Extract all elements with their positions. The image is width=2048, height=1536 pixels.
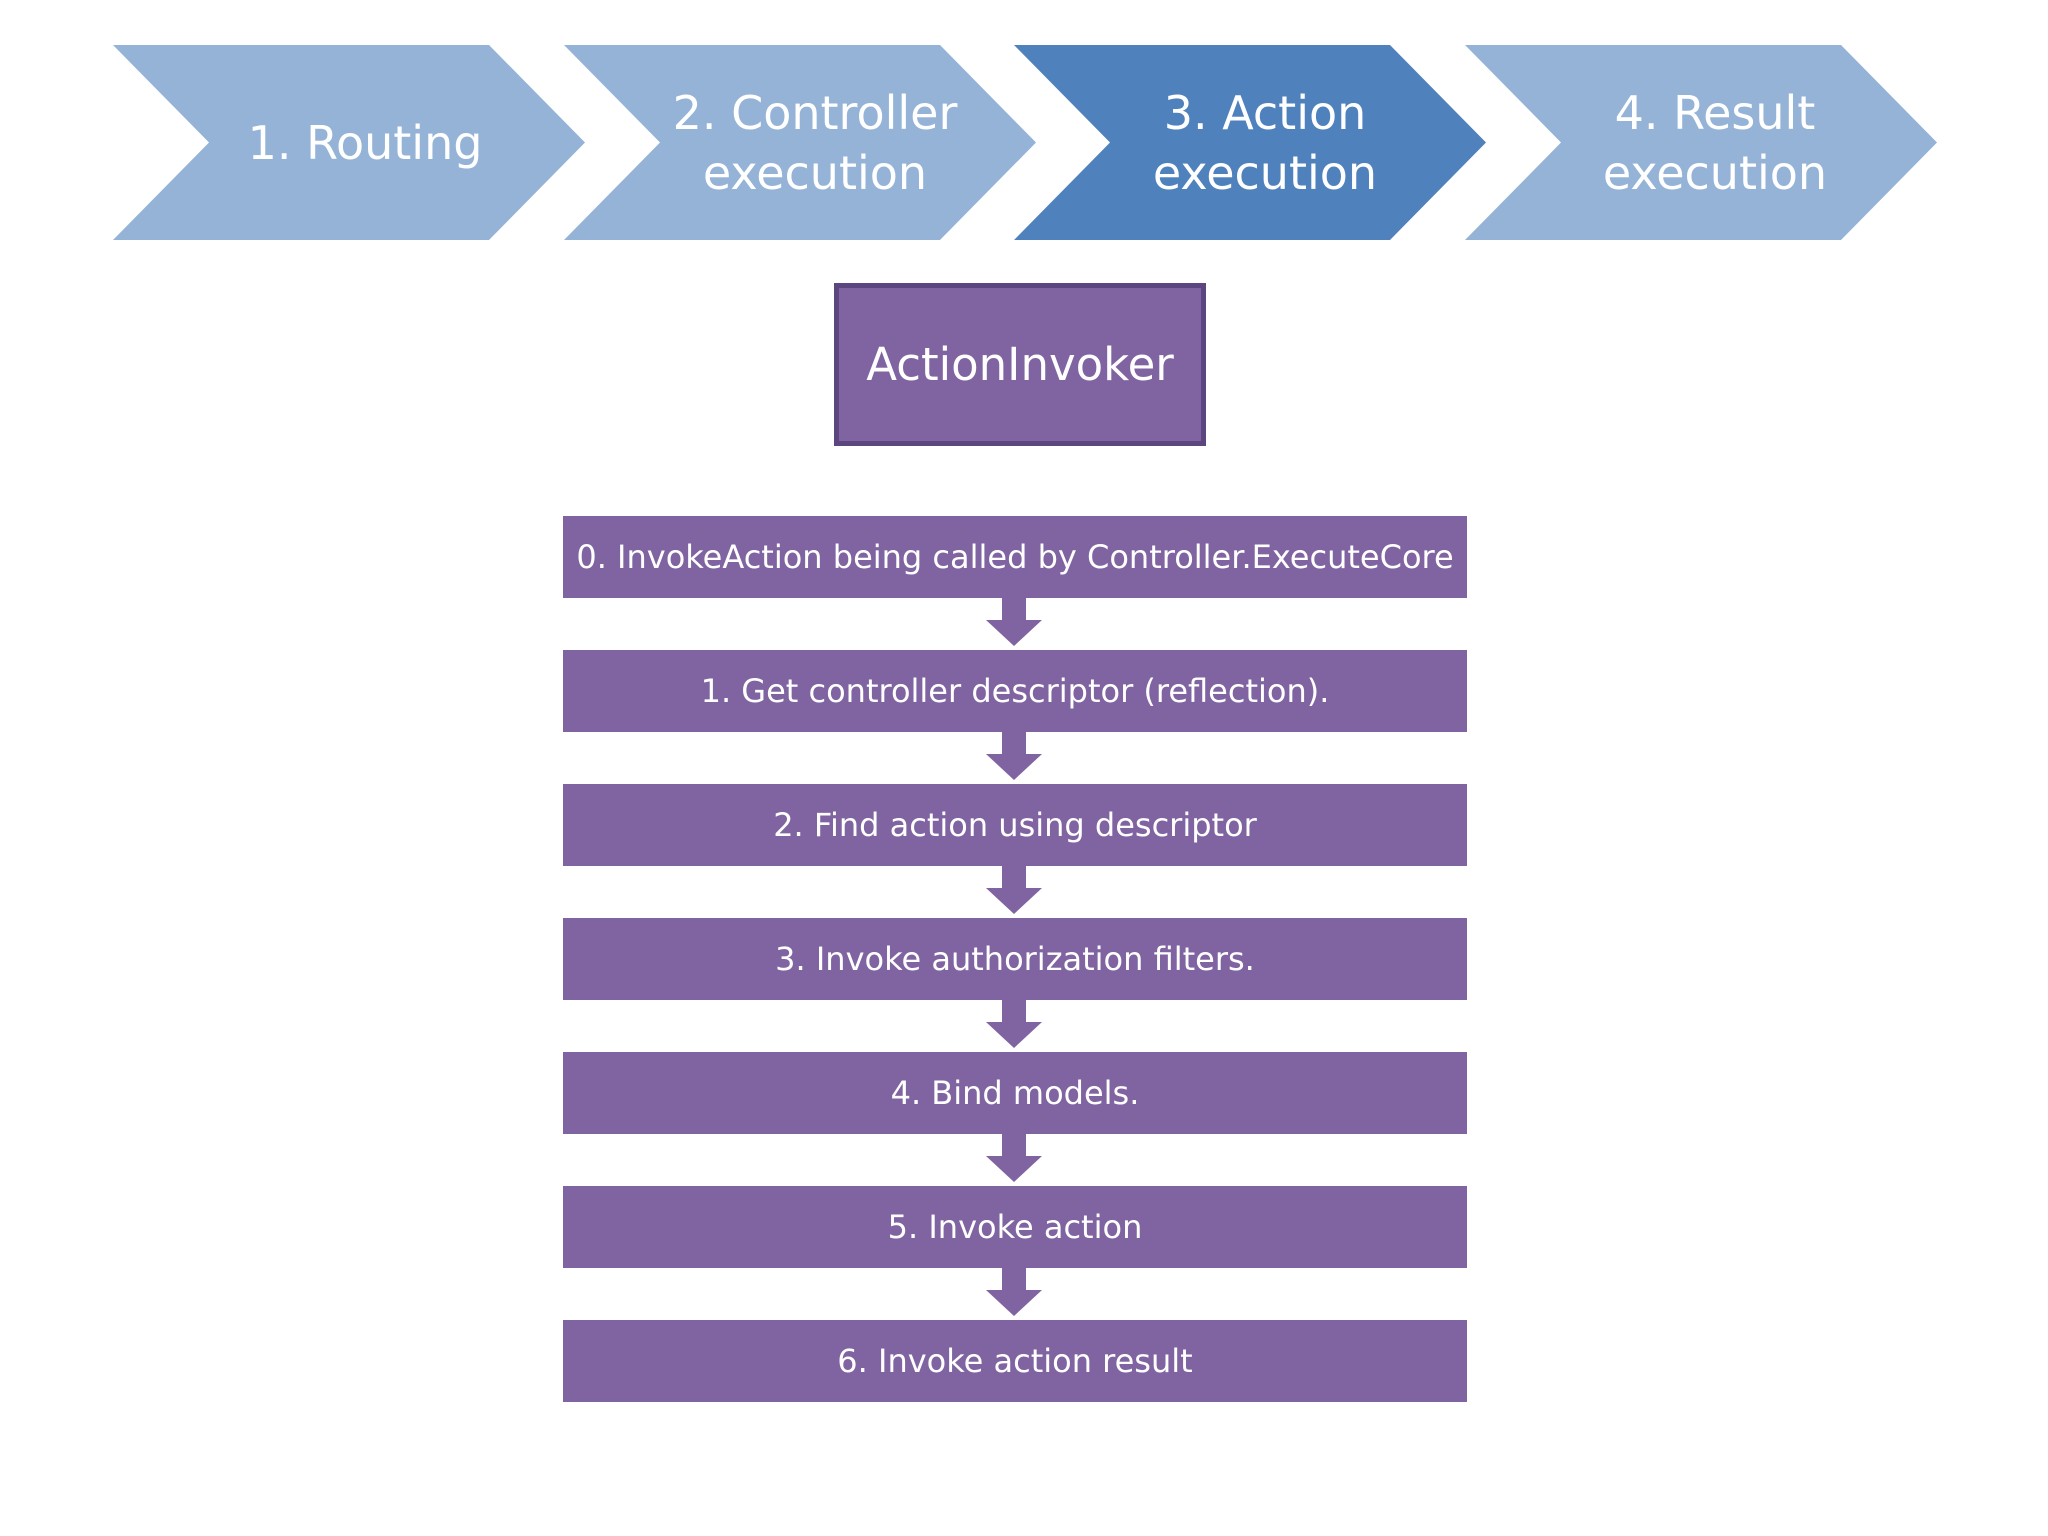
stage-action-execution-chevron	[1014, 45, 1486, 240]
step-2-box: 2. Find action using descriptor	[563, 784, 1467, 866]
step-4-box: 4. Bind models.	[563, 1052, 1467, 1134]
stage-controller-execution-label: 2. Controller execution	[672, 85, 958, 200]
stage-controller-execution-chevron	[564, 45, 1036, 240]
action-invoker-box: ActionInvoker	[834, 283, 1206, 446]
step-1-box: 1. Get controller descriptor (reflection…	[563, 650, 1467, 732]
step-0-box: 0. InvokeAction being called by Controll…	[563, 516, 1467, 598]
stage-result-execution-label: 4. Result execution	[1602, 85, 1828, 200]
step-connector-arrow-0	[986, 598, 1042, 646]
stage-routing-label: 1. Routing	[247, 115, 483, 170]
stage-routing-chevron	[113, 45, 585, 240]
step-connector-arrow-1	[986, 732, 1042, 780]
step-connector-arrow-3	[986, 1000, 1042, 1048]
step-5-box: 5. Invoke action	[563, 1186, 1467, 1268]
step-6-box: 6. Invoke action result	[563, 1320, 1467, 1402]
step-connector-arrow-5	[986, 1268, 1042, 1316]
stage-action-execution-label: 3. Action execution	[1152, 85, 1378, 200]
step-3-box: 3. Invoke authorization filters.	[563, 918, 1467, 1000]
step-connector-arrow-4	[986, 1134, 1042, 1182]
step-connector-arrow-2	[986, 866, 1042, 914]
stage-result-execution-chevron	[1465, 45, 1937, 240]
